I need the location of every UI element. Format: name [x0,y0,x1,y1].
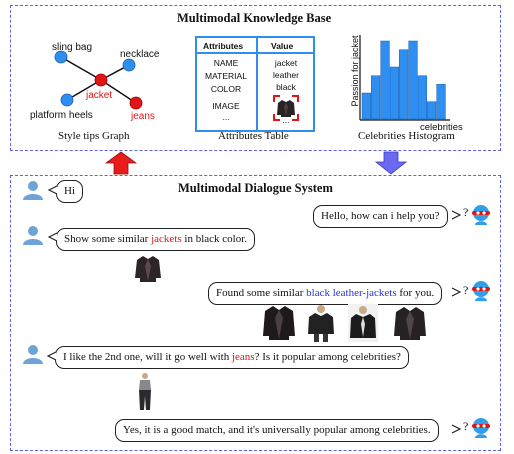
bubble-tail [451,210,461,220]
jacket-icon [394,307,426,340]
graph-label-platform-heels: platform heels [30,110,93,121]
jacket-icon [135,256,161,282]
message-text: Hi [64,185,75,197]
bot-message-2: Found some similar black leather-jackets… [208,282,443,305]
graph-label-necklace: necklace [120,49,160,60]
graph-node-platform-heels [60,93,74,107]
value-more: ... [282,115,290,125]
attr-more: ... [222,112,230,122]
jacket-icon [263,306,295,340]
knowledge-base-panel [10,5,501,151]
message-text: in black color. [181,233,248,245]
histogram-caption: Celebrities Histogram [358,130,455,142]
jacket-icon [348,304,378,342]
attributes-table [195,36,315,132]
jacket-image-cell [273,95,299,121]
graph-node-jacket [94,73,108,87]
message-text: Yes, it is a good match, and it's univer… [123,424,431,436]
bubble-tail [48,185,58,195]
histogram-bar [417,75,427,120]
bubble-tail [48,232,58,242]
bot-message-1: Hello, how can i help you? [313,205,448,228]
down-arrow-icon [375,151,407,175]
bubble-tail [451,424,461,434]
celebrities-histogram [359,35,450,121]
table-divider [256,36,258,132]
histogram-bar [436,84,446,120]
message-highlight: jeans [231,351,255,363]
jacket-icon [308,305,334,342]
message-text: ? Is it popular among celebrities? [254,351,401,363]
message-text: Found some similar [216,287,307,299]
histogram-bar [408,40,418,120]
dialogue-title: Multimodal Dialogue System [178,181,333,195]
user-icon [23,226,43,245]
up-arrow-icon [105,151,137,175]
user-icon [23,181,43,200]
histogram-xlabel: celebrities [420,122,463,133]
dialogue-panel [10,175,501,451]
histogram-bar [399,49,409,120]
bot-question-mark: ? [463,419,469,433]
message-text: Show some similar [64,233,152,245]
graph-node-sling-bag [54,50,68,64]
histogram-bar [380,40,390,120]
histogram-bar [371,75,381,120]
attr-image: IMAGE [212,101,240,111]
table-header-value: Value [271,41,294,51]
message-highlight: jackets [151,233,182,245]
graph-label-jeans: jeans [131,111,155,122]
bot-icon [472,205,490,225]
message-text: Hello, how can i help you? [321,210,440,222]
bot-question-mark: ? [463,283,469,297]
value-name: jacket [274,58,298,68]
bot-message-3: Yes, it is a good match, and it's univer… [115,419,439,442]
bubble-tail [47,351,57,361]
message-text: for you. [396,287,435,299]
graph-edge [100,79,137,104]
user-message-2: Show some similar jackets in black color… [56,228,256,251]
jacket-icon [277,100,295,117]
table-caption: Attributes Table [218,130,289,142]
attr-name: NAME [213,58,239,68]
attr-material: MATERIAL [205,71,247,81]
histogram-bar [389,66,399,120]
knowledge-base-title: Multimodal Knowledge Base [177,11,332,25]
message-text: I like the 2nd one, will it go well with [63,351,232,363]
histogram-ylabel: Passion for jacket [350,35,360,107]
table-header-attributes: Attributes [203,41,244,51]
user-message-3: I like the 2nd one, will it go well with… [55,346,409,369]
user-message-1: Hi [56,180,83,203]
graph-node-jeans [129,96,143,110]
graph-edge [66,79,102,101]
style-tips-graph [54,50,143,110]
message-highlight: black leather-jackets [306,287,397,299]
histogram-bar [427,101,437,120]
value-material: leather [273,70,299,80]
bot-icon [472,281,490,301]
graph-label-sling-bag: sling bag [52,42,93,53]
bot-icon [472,418,490,438]
bot-question-mark: ? [463,205,469,219]
graph-edge [60,56,102,81]
jeans-icon [139,373,151,410]
value-color: black [276,82,296,92]
graph-node-necklace [122,58,136,72]
user-icon [23,345,43,364]
graph-label-jacket: jacket [86,90,113,101]
table-divider [195,52,315,54]
histogram-bar [361,92,371,120]
graph-caption: Style tips Graph [58,130,130,142]
attr-color: COLOR [210,84,242,94]
bubble-tail [451,287,461,297]
